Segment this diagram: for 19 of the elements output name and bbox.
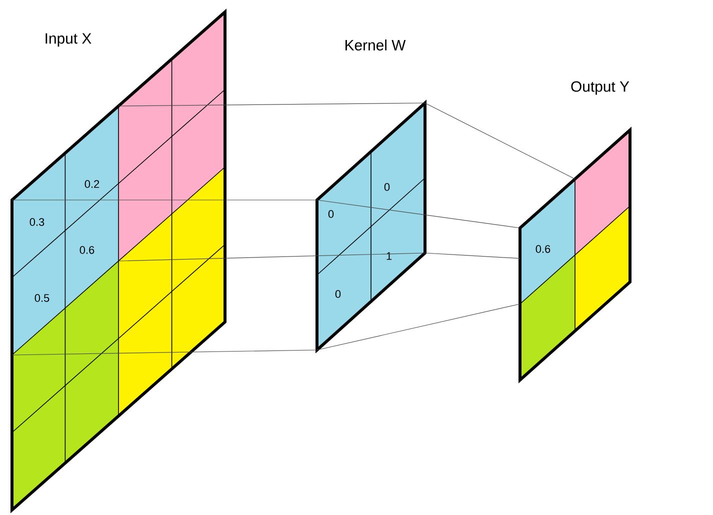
projection-line — [424, 252, 520, 259]
projection-line — [316, 304, 520, 350]
grid-title: Output Y — [571, 81, 630, 95]
cell-value: 0.6 — [80, 246, 94, 254]
projection-line — [316, 200, 520, 228]
grid-title: Kernel W — [346, 40, 406, 50]
projection-line — [424, 102, 576, 180]
cell-value: 0.6 — [536, 245, 550, 253]
cell-value: 0.2 — [84, 180, 100, 188]
cell-value: 0 — [328, 210, 334, 218]
cell-value: 0 — [384, 183, 390, 191]
cell-value: 0 — [335, 290, 341, 298]
cell-value: 0.3 — [30, 218, 44, 226]
projection-line — [12, 350, 318, 356]
cell-value: 0.5 — [34, 294, 50, 302]
projection-line — [118, 252, 426, 262]
projection-line — [118, 102, 426, 106]
cell-value: 1 — [386, 252, 392, 260]
grid-title: Input X — [46, 33, 92, 47]
